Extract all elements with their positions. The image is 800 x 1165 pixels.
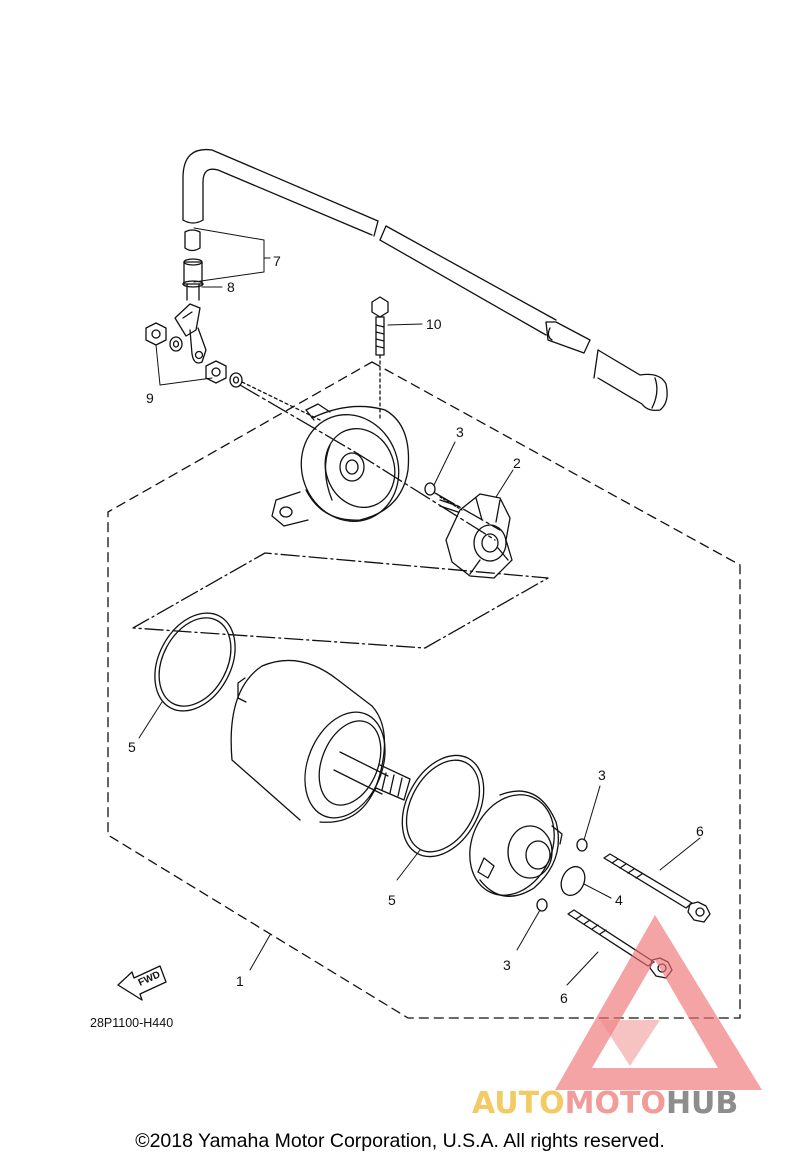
leader-lines <box>138 227 701 986</box>
copyright-notice: ©2018 Yamaha Motor Corporation, U.S.A. A… <box>135 1130 665 1152</box>
callout-4: 4 <box>615 892 623 908</box>
watermark-triangle-icon <box>555 915 762 1090</box>
callout-5-right: 5 <box>388 892 396 908</box>
o-ring-large-left <box>154 612 236 712</box>
callout-labels: 7 8 9 10 3 2 5 5 3 6 4 3 6 1 FWD 28P1100… <box>90 253 704 1030</box>
o-ring-small-low <box>536 898 548 912</box>
callout-2: 2 <box>513 455 521 471</box>
terminal-lug <box>174 303 207 364</box>
through-bolt-upper <box>603 853 711 923</box>
callout-6-lower: 6 <box>560 990 568 1006</box>
callout-3-top: 3 <box>456 424 464 440</box>
nuts-and-washers <box>145 322 321 421</box>
o-ring-small-top <box>424 482 436 496</box>
o-ring-small-mid <box>576 838 588 852</box>
assembly-dashed-outline <box>107 361 741 1019</box>
callout-1: 1 <box>236 973 244 989</box>
starter-yoke <box>230 659 411 823</box>
callout-6-upper: 6 <box>696 823 704 839</box>
callout-3-low: 3 <box>503 957 511 973</box>
bolt-10 <box>371 296 389 421</box>
rear-cover <box>271 403 410 527</box>
o-ring-4 <box>560 865 586 897</box>
fwd-arrow-icon <box>117 965 167 1001</box>
rubber-cap <box>182 258 204 301</box>
callout-7: 7 <box>273 253 281 269</box>
callout-9: 9 <box>146 390 154 406</box>
starter-cable <box>182 148 668 412</box>
o-ring-large-right <box>401 754 485 858</box>
front-cover <box>469 790 563 897</box>
watermark-logo: AUTOMOTOHUB <box>472 1086 738 1121</box>
automotohub-watermark: AUTOMOTOHUB <box>472 915 762 1121</box>
callout-8: 8 <box>227 279 235 295</box>
inner-plane-outline <box>132 552 549 649</box>
diagram-code: 28P1100-H440 <box>90 1016 173 1030</box>
brush-holder <box>439 493 513 579</box>
alignment-axis <box>239 384 501 541</box>
callout-3-mid: 3 <box>598 767 606 783</box>
callout-10: 10 <box>426 316 442 332</box>
callout-5-left: 5 <box>128 739 136 755</box>
